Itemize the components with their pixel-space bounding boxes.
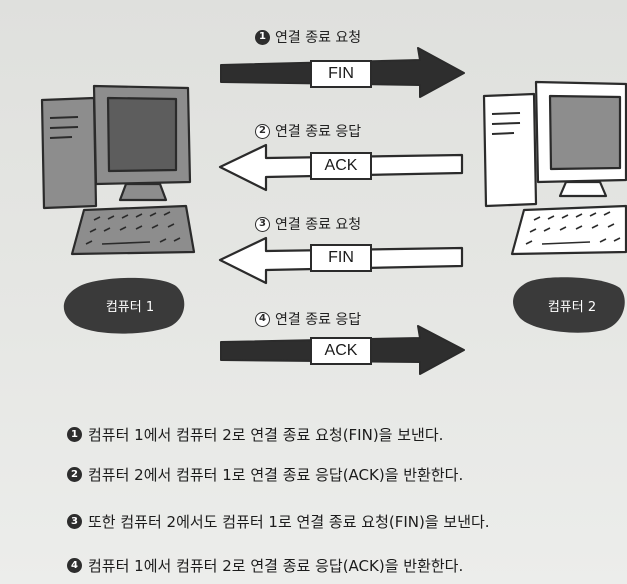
description-item-2: 2 컴퓨터 2에서 컴퓨터 1로 연결 종료 응답(ACK)을 반환한다. [67,464,463,485]
step-2-label-text: 연결 종료 응답 [275,124,362,140]
step-4-label-text: 연결 종료 응답 [275,312,362,328]
description-3-text: 또한 컴퓨터 2에서도 컴퓨터 1로 연결 종료 요청(FIN)을 보낸다. [88,513,490,531]
step-1-label-text: 연결 종료 요청 [275,30,362,46]
description-1-number-badge: 1 [67,427,82,442]
step-1-number-badge: 1 [255,29,270,45]
description-1-text: 컴퓨터 1에서 컴퓨터 2로 연결 종료 요청(FIN)을 보낸다. [88,426,444,444]
step-4-label: 4 연결 종료 응답 [255,309,361,329]
description-2-number-badge: 2 [67,467,82,482]
step-2-number-badge: 2 [255,123,270,139]
step-4-number-badge: 4 [255,311,270,327]
description-2-text: 컴퓨터 2에서 컴퓨터 1로 연결 종료 응답(ACK)을 반환한다. [88,466,464,484]
computer-1-label-blob [63,277,185,334]
computer-1-label: 컴퓨터 1 [105,299,155,315]
step-3-label: 3 연결 종료 요청 [255,214,361,234]
description-item-4: 4 컴퓨터 1에서 컴퓨터 2로 연결 종료 응답(ACK)을 반환한다. [67,555,463,576]
description-item-3: 3 또한 컴퓨터 2에서도 컴퓨터 1로 연결 종료 요청(FIN)을 보낸다. [67,511,490,532]
computer-1-icon [40,84,196,256]
step-2-label: 2 연결 종료 응답 [255,121,361,141]
description-item-1: 1 컴퓨터 1에서 컴퓨터 2로 연결 종료 요청(FIN)을 보낸다. [67,424,443,445]
description-4-text: 컴퓨터 1에서 컴퓨터 2로 연결 종료 응답(ACK)을 반환한다. [88,557,464,575]
computer-2-label-blob [513,277,625,333]
step-3-number-badge: 3 [255,216,270,232]
message-box-fin-1: FIN [310,60,372,88]
computer-2-label: 컴퓨터 2 [547,299,597,315]
message-box-ack-1: ACK [310,152,372,180]
description-3-number-badge: 3 [67,514,82,529]
message-box-fin-2: FIN [310,244,372,272]
step-3-label-text: 연결 종료 요청 [275,217,362,233]
step-1-label: 1 연결 종료 요청 [255,27,361,47]
computer-2-icon [482,80,627,256]
description-4-number-badge: 4 [67,558,82,573]
message-box-ack-2: ACK [310,337,372,365]
